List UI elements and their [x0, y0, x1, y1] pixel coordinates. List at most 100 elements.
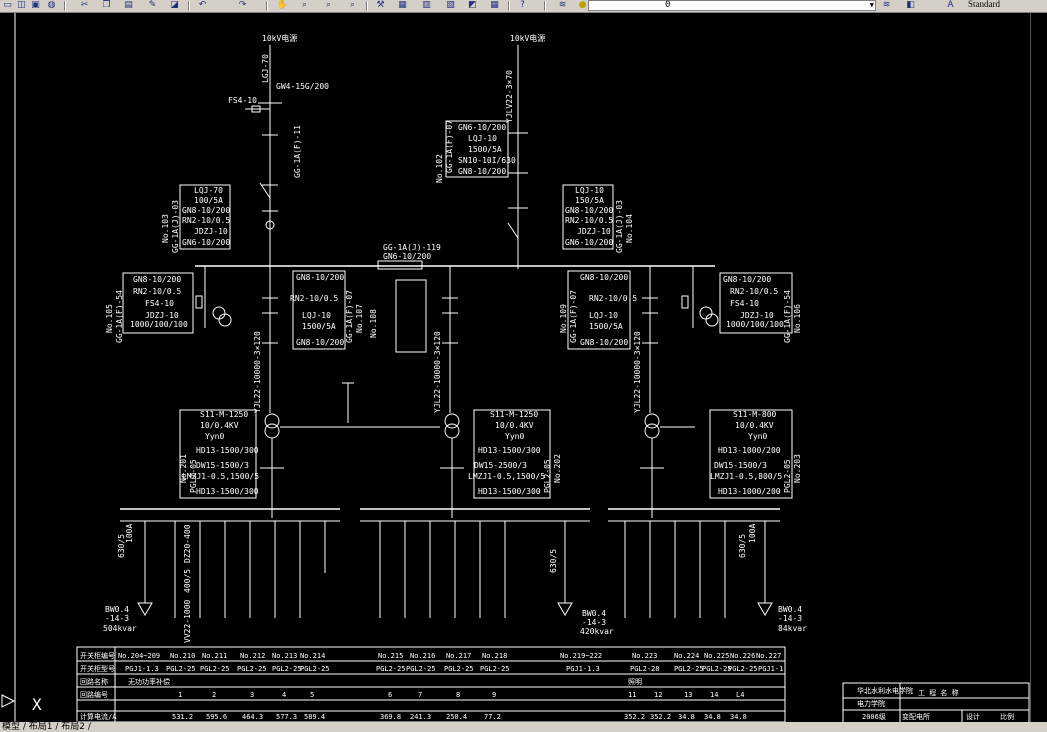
cab-no107: No.107	[355, 304, 364, 333]
svg-text:No.211: No.211	[202, 652, 227, 660]
svg-text:PGL2-25: PGL2-25	[728, 665, 758, 673]
cable-right-label: YJLV22-3×70	[505, 70, 514, 123]
box-107	[292, 270, 346, 350]
properties-icon[interactable]: ⚒	[376, 0, 385, 10]
svg-text:10/0.4KV: 10/0.4KV	[200, 421, 239, 430]
toolbar-separator	[508, 1, 510, 11]
svg-text:L4: L4	[736, 691, 744, 699]
brush-icon[interactable]: ✎	[148, 0, 157, 10]
cab-no203-type: PGL2-05	[783, 459, 792, 493]
circuit-table-text: 开关柜编号 开关柜型号 回路名称 回路编号 计算电流/A No.204~209 …	[80, 651, 783, 721]
text-style-dropdown[interactable]: Standard	[960, 0, 1047, 11]
svg-text:10/0.4KV: 10/0.4KV	[735, 421, 774, 430]
save-icon[interactable]: ▣	[31, 0, 40, 10]
supply-right-label: 10kV电源	[510, 33, 545, 43]
text-style-icon[interactable]: A	[947, 0, 954, 10]
layout-tabs-label[interactable]: 模型 / 布局1 / 布局2 /	[2, 722, 91, 732]
paste-icon[interactable]: ▤	[124, 0, 133, 10]
match-icon[interactable]: ◪	[170, 0, 179, 10]
svg-text:420kvar: 420kvar	[580, 627, 614, 636]
cap-right-text: BW0.4 -14-3 84kvar	[778, 605, 807, 633]
layout-tabs-bar[interactable]: 模型 / 布局1 / 布局2 /	[0, 722, 1047, 732]
svg-text:2006级: 2006级	[862, 712, 886, 721]
svg-text:No.217: No.217	[446, 652, 471, 660]
cab-no105-type: GG-1A(F)-54	[115, 290, 124, 343]
svg-text:241.3: 241.3	[410, 713, 431, 721]
transformer-1-text: S11-M-1250 10/0.4KV Yyn0	[200, 410, 248, 441]
redo-icon[interactable]: ↷	[238, 0, 247, 10]
undo-icon[interactable]: ↶	[198, 0, 207, 10]
transformer-2-text: S11-M-1250 10/0.4KV Yyn0	[490, 410, 538, 441]
markup-icon[interactable]: ◩	[468, 0, 477, 10]
svg-text:HD13-1000/200: HD13-1000/200	[718, 446, 781, 455]
box-106-text: GN8-10/200 RN2-10/0.5 FS4-10 JDZJ-10 100…	[723, 275, 784, 329]
svg-text:589.4: 589.4	[304, 713, 325, 721]
svg-text:JDZJ-10: JDZJ-10	[194, 227, 228, 236]
svg-text:4: 4	[282, 691, 286, 699]
ct-left	[265, 220, 275, 230]
cut-icon[interactable]: ✂	[80, 0, 89, 10]
svg-text:GN6-10/200: GN6-10/200	[182, 238, 230, 247]
svg-text:5: 5	[310, 691, 314, 699]
cap-ct-mid: 630/5	[549, 549, 558, 573]
svg-text:HD13-1500/300: HD13-1500/300	[478, 446, 541, 455]
layer-states-icon[interactable]: ◧	[906, 0, 915, 10]
capacitor-bank-mid	[557, 602, 573, 616]
svg-text:77.2: 77.2	[484, 713, 501, 721]
vertical-scrollbar[interactable]	[1030, 13, 1047, 723]
calculator-icon[interactable]: ▦	[490, 0, 499, 10]
svg-text:设计: 设计	[966, 712, 980, 721]
svg-text:电力学院: 电力学院	[857, 699, 885, 708]
plot-icon[interactable]: ◍	[47, 0, 56, 10]
svg-text:PGL2-28: PGL2-28	[630, 665, 660, 673]
box-107-text: GN8-10/200 RN2-10/0.5 LQJ-10 1500/5A GN8…	[290, 273, 344, 347]
title-block-text: 华北水利水电学院 电力学院 工 程 名 称 2006级 变配电所 设计 比例	[857, 686, 1014, 721]
layer-light-icon[interactable]: ●	[578, 0, 587, 10]
pan-icon[interactable]: ✋	[276, 0, 289, 10]
new-icon[interactable]: ▭	[3, 0, 12, 10]
svg-text:No.216: No.216	[410, 652, 435, 660]
layers-icon[interactable]: ≋	[558, 0, 567, 10]
lv-2-text: HD13-1500/300 DW15-2500/3 LMZJ1-0.5,1500…	[468, 446, 545, 496]
zoom-window-icon[interactable]: ⌕	[325, 0, 332, 10]
svg-text:100/5A: 100/5A	[194, 196, 223, 205]
feeder-cable-2: YJL22-10000-3×120	[433, 331, 442, 413]
svg-text:-14-3: -14-3	[105, 614, 129, 623]
cab-no107-type: GG-1A(F)-07	[345, 290, 354, 343]
pt-right	[699, 306, 713, 320]
help-icon[interactable]: ?	[520, 0, 525, 10]
svg-text:无功功率补偿: 无功功率补偿	[128, 677, 170, 686]
design-center-icon[interactable]: ▦	[398, 0, 407, 10]
svg-text:GN8-10/200: GN8-10/200	[580, 338, 628, 347]
svg-text:12: 12	[654, 691, 662, 699]
svg-text:Yyn0: Yyn0	[205, 432, 224, 441]
svg-text:PGL2-25: PGL2-25	[444, 665, 474, 673]
open-icon[interactable]: ◫	[17, 0, 26, 10]
svg-text:1: 1	[178, 691, 182, 699]
svg-text:Yyn0: Yyn0	[505, 432, 524, 441]
layer-previous-icon[interactable]: ≋	[882, 0, 891, 10]
standard-toolbar: ▭ ◫ ▣ ◍ ✂ ❐ ▤ ✎ ◪ ↶ ↷ ✋ ⌕ ⌕ ⌕ ⚒ ▦ ▥ ▧ ◩ …	[0, 0, 1047, 13]
svg-text:7: 7	[418, 691, 422, 699]
sheet-set-icon[interactable]: ▧	[446, 0, 455, 10]
copy-icon[interactable]: ❐	[102, 0, 111, 10]
svg-text:352.2: 352.2	[650, 713, 671, 721]
drawing-canvas[interactable]: X 10kV电源 10kV电源 GW4-15G/200 FS4-10 GG-1A…	[0, 13, 1030, 724]
svg-text:RN2-10/0.5: RN2-10/0.5	[182, 216, 230, 225]
svg-text:34.8: 34.8	[730, 713, 747, 721]
transformer-3	[644, 413, 660, 429]
svg-text:1500/5A: 1500/5A	[468, 145, 502, 154]
toolbar-separator	[188, 1, 190, 11]
svg-text:1500/5A: 1500/5A	[302, 322, 336, 331]
layer-dropdown[interactable]: 0 ▼	[588, 0, 876, 11]
cab-no103: No.103	[161, 214, 170, 243]
svg-text:No.225: No.225	[704, 652, 729, 660]
svg-text:GN8-10/200: GN8-10/200	[182, 206, 230, 215]
zoom-realtime-icon[interactable]: ⌕	[301, 0, 308, 10]
svg-text:HD13-1500/300: HD13-1500/300	[196, 446, 259, 455]
svg-text:回路编号: 回路编号	[80, 690, 108, 699]
zoom-previous-icon[interactable]: ⌕	[349, 0, 356, 10]
svg-text:HD13-1500/300: HD13-1500/300	[478, 487, 541, 496]
cab-no109-type: GG-1A(F)-07	[569, 290, 578, 343]
tool-palette-icon[interactable]: ▥	[422, 0, 431, 10]
